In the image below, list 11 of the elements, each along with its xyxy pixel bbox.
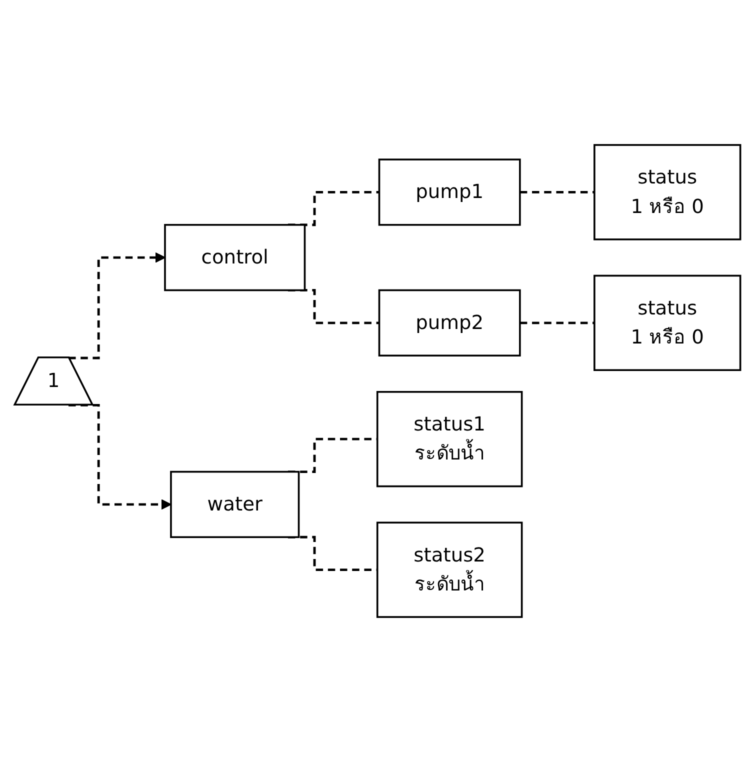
node-box: pump1 <box>378 158 521 226</box>
node-box: status2 ระดับน้ำ <box>376 522 523 618</box>
node-box: status 1 หรือ 0 <box>594 274 742 372</box>
connector <box>520 322 594 324</box>
node-box: status 1 หรือ 0 <box>594 144 742 240</box>
connector <box>520 190 594 194</box>
node-box: control <box>164 224 306 292</box>
arrow <box>68 252 166 360</box>
node-box: status1 ระดับน้ำ <box>376 390 523 488</box>
node-box: pump2 <box>378 289 521 356</box>
node-box: water <box>170 470 300 538</box>
